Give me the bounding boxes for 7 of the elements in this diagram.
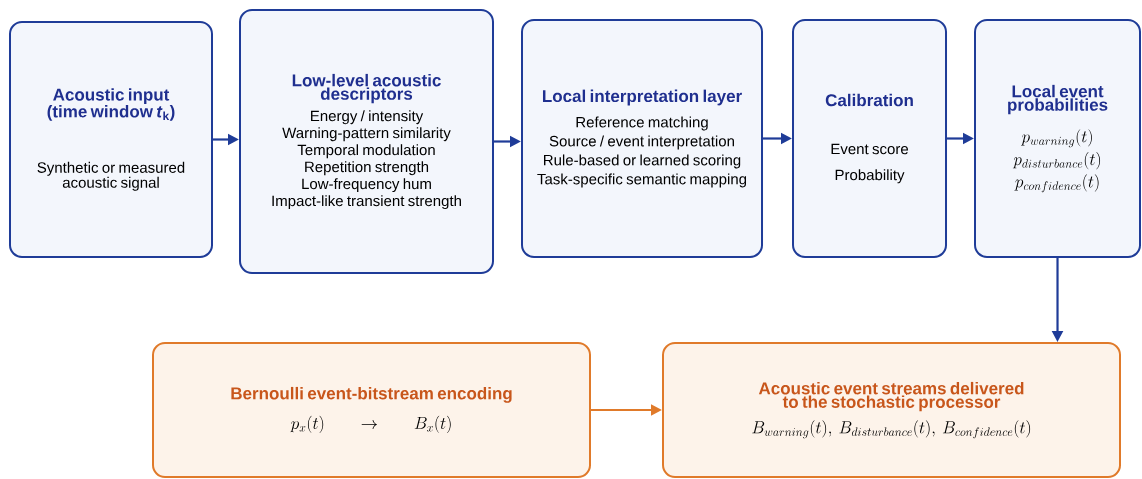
- process-box: Local event probabilities $p_{warning}(t)$ $p_{disturbance}(t)$ $p_{confidence}(t)$: [974, 19, 1141, 258]
- process-box: Bernoulli event-bitstream encoding $p_x(t) \rightarrow B_x(t)$: [152, 342, 591, 478]
- process-box: Local interpretation layer Reference matching Source / event interpretation Rule-based or learned scoring Task-specific semantic mapping: [521, 19, 763, 258]
- process-box: Calibration Event score Probability: [792, 19, 947, 258]
- process-box: Low-level acoustic descriptors Energy / intensity Warning-pattern similarity Temporal modulation Repetition strength Low-frequency hum Impact-like transient strength: [239, 9, 494, 274]
- process-box: Acoustic event streams delivered to the stochastic processor $B_{warning}(t),\ B_{disturbance}(t),\ B_{confidence}(t)$: [662, 342, 1121, 478]
- process-box: Acoustic input (time window t$_{k}$) Synthetic or measured acoustic signal: [9, 21, 213, 258]
